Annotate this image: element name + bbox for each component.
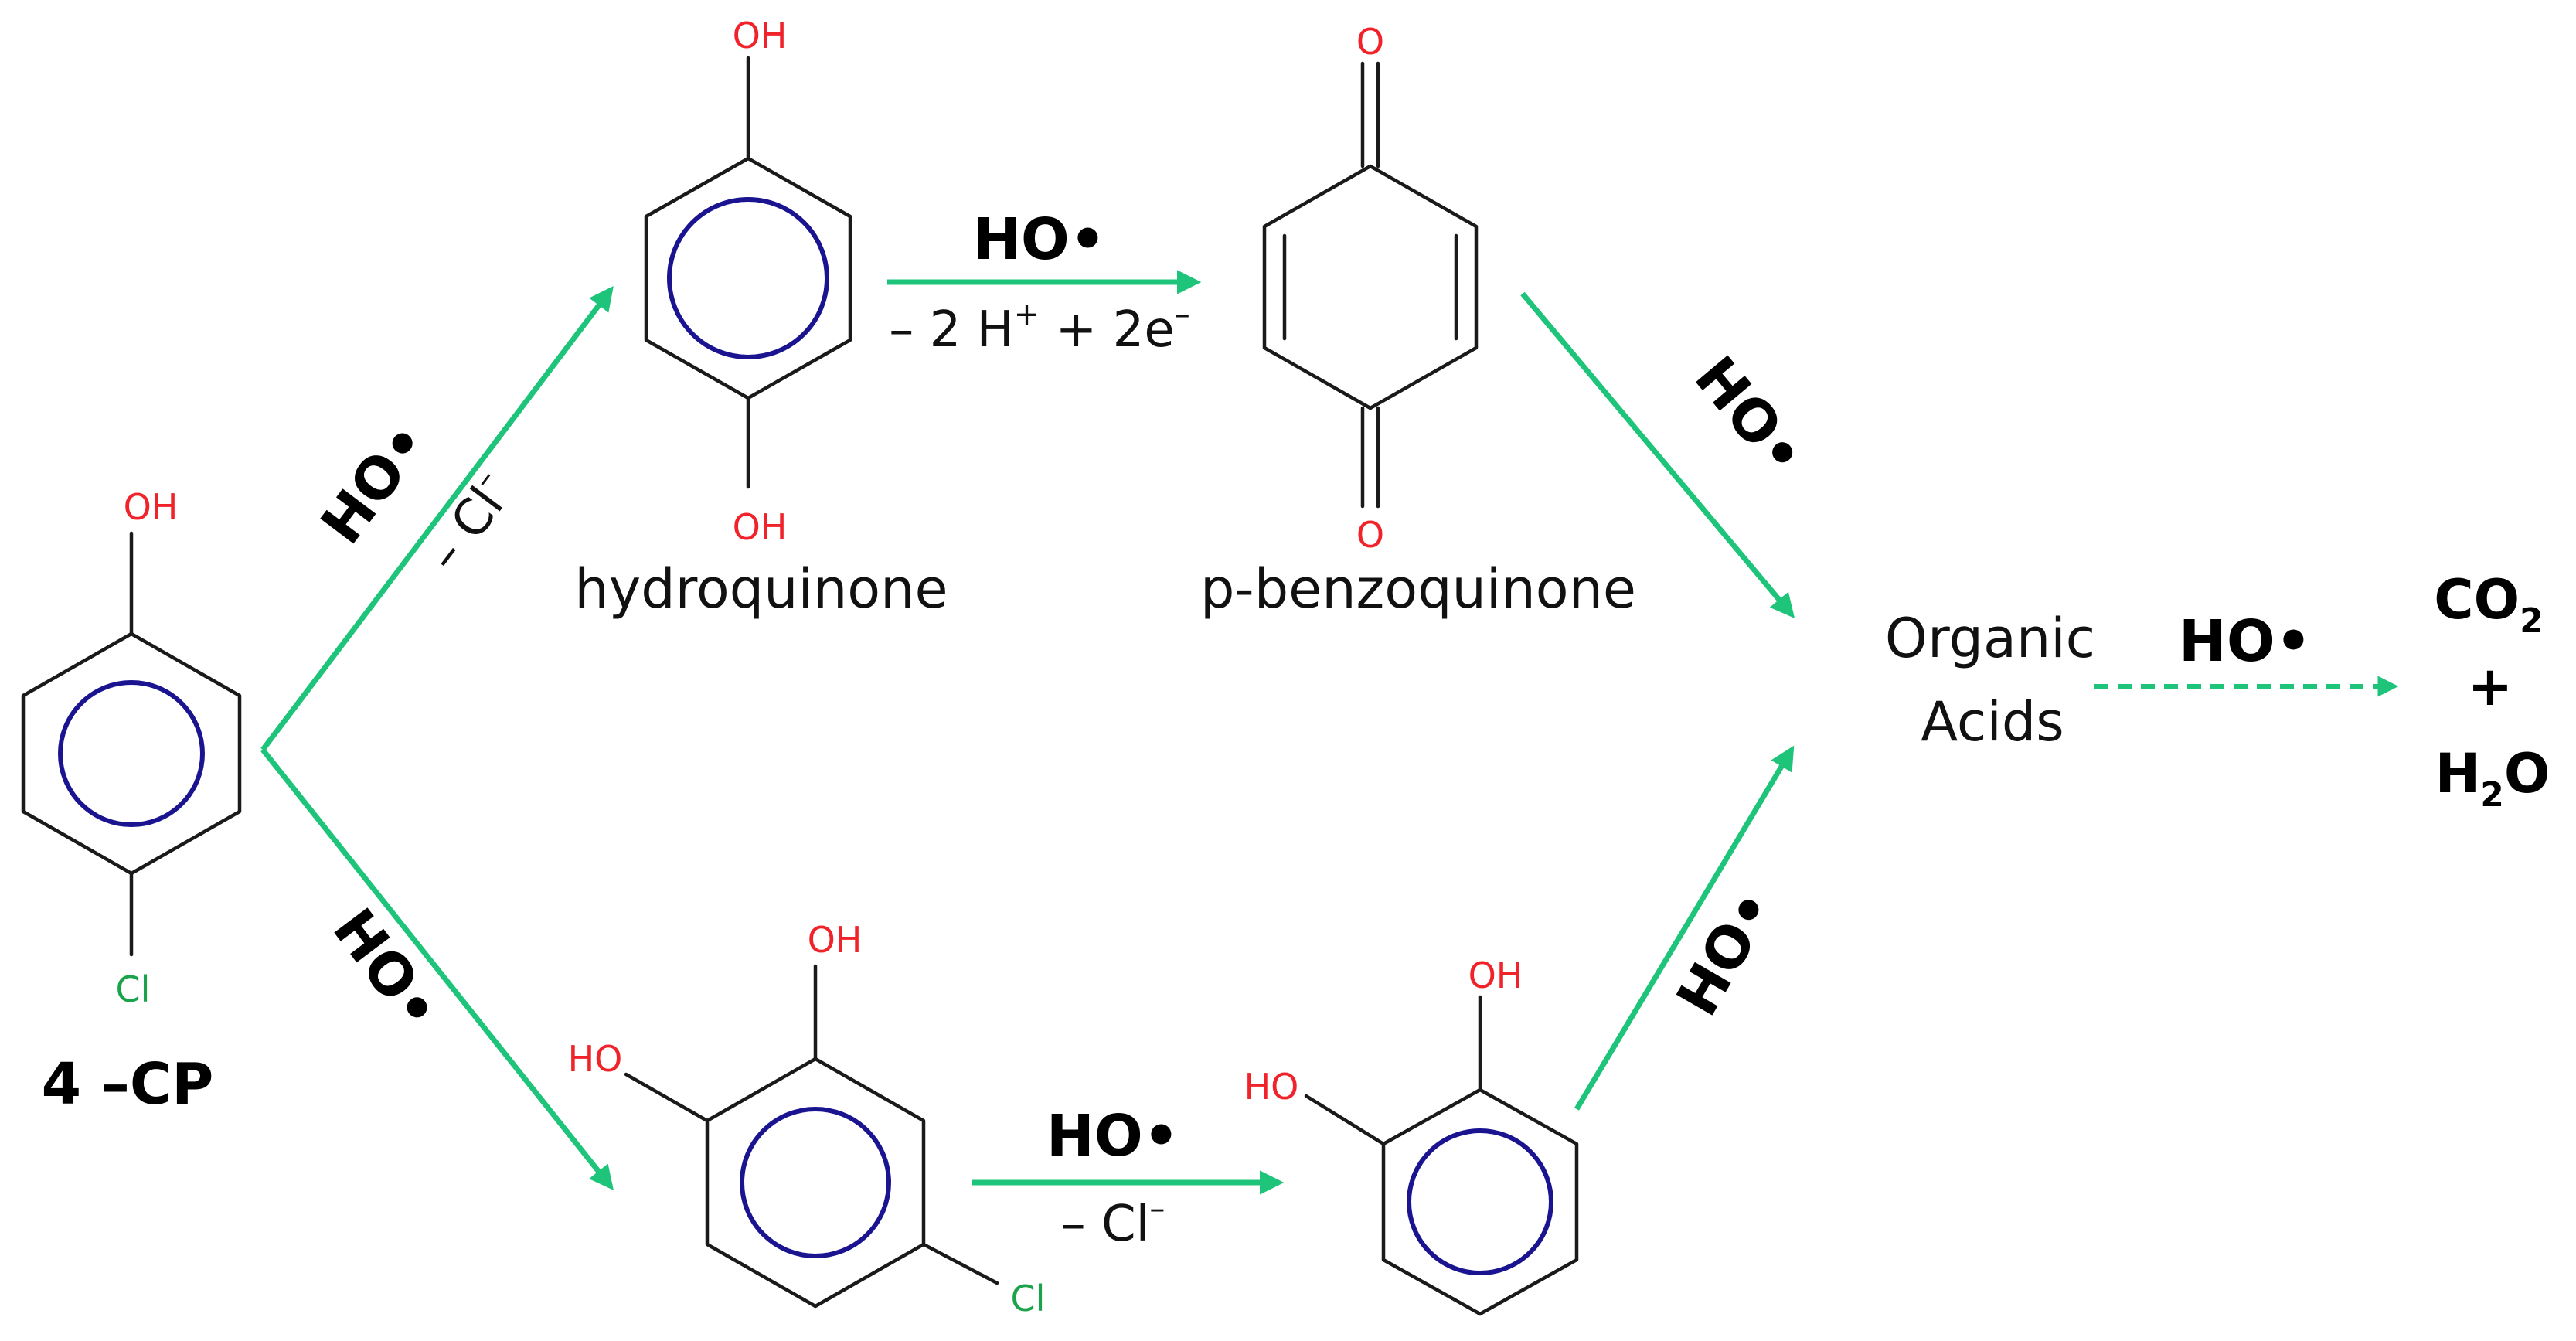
molecule-hydroquinone: OH OH hydroquinone <box>574 15 948 621</box>
product-plus-sign: + <box>2468 655 2513 718</box>
hydroxyl-label: HO <box>568 1038 623 1080</box>
hydroxyl-label: OH <box>124 486 179 528</box>
molecule-p-benzoquinone: O O p-benzoquinone <box>1200 21 1636 621</box>
hydroxyl-label: HO <box>1244 1066 1299 1108</box>
oxygen-label: O <box>1356 514 1384 556</box>
molecule-4-chlorocatechol: OH HO Cl <box>568 919 1046 1319</box>
reagent-hydroxyl-radical: HO• <box>1664 878 1788 1026</box>
condition-minus-chloride: – Cl– <box>1061 1191 1165 1253</box>
arrow-benzoquinone-to-acids <box>1520 291 1795 618</box>
hydroxyl-label: OH <box>1468 955 1523 996</box>
reagent-hydroxyl-radical: HO• <box>308 410 441 556</box>
reagent-hydroxyl-radical: HO• <box>1046 1103 1179 1169</box>
compound-name-organic-acids-line1: Organic <box>1885 607 2095 670</box>
compound-name-4cp: 4 –CP <box>42 1051 214 1118</box>
arrow-4cp-to-hydroquinone <box>260 285 614 752</box>
hydroxyl-label: OH <box>733 15 788 56</box>
reagent-hydroxyl-radical: HO• <box>1682 344 1819 488</box>
chlorine-label: Cl <box>1011 1278 1046 1319</box>
chlorine-label: Cl <box>116 968 151 1010</box>
reagent-hydroxyl-radical: HO• <box>2179 608 2312 675</box>
condition-minus-chloride: – Cl– <box>412 462 524 583</box>
molecule-catechol: OH HO <box>1244 955 1579 1316</box>
hydroxyl-label: OH <box>808 919 863 961</box>
compound-name-hydroquinone: hydroquinone <box>574 557 948 621</box>
hydroxyl-label: OH <box>733 506 788 548</box>
condition-minus-2h-plus-2e: – 2 H+ + 2e– <box>889 297 1189 359</box>
molecule-4-chlorophenol: OH Cl 4 –CP <box>21 486 242 1118</box>
product-h2o: H2O <box>2435 742 2550 815</box>
compound-name-organic-acids-line2: Acids <box>1921 690 2064 754</box>
arrow-4cp-to-chlorocatechol <box>260 747 614 1190</box>
product-co2: CO2 <box>2434 568 2544 641</box>
arrow-catechol-to-acids <box>1574 745 1795 1111</box>
svg-text:– Cl–: – Cl– <box>412 462 524 583</box>
oxygen-label: O <box>1356 21 1384 63</box>
compound-name-p-benzoquinone: p-benzoquinone <box>1200 557 1636 621</box>
reagent-hydroxyl-radical: HO• <box>320 897 453 1043</box>
reagent-hydroxyl-radical: HO• <box>973 206 1106 273</box>
